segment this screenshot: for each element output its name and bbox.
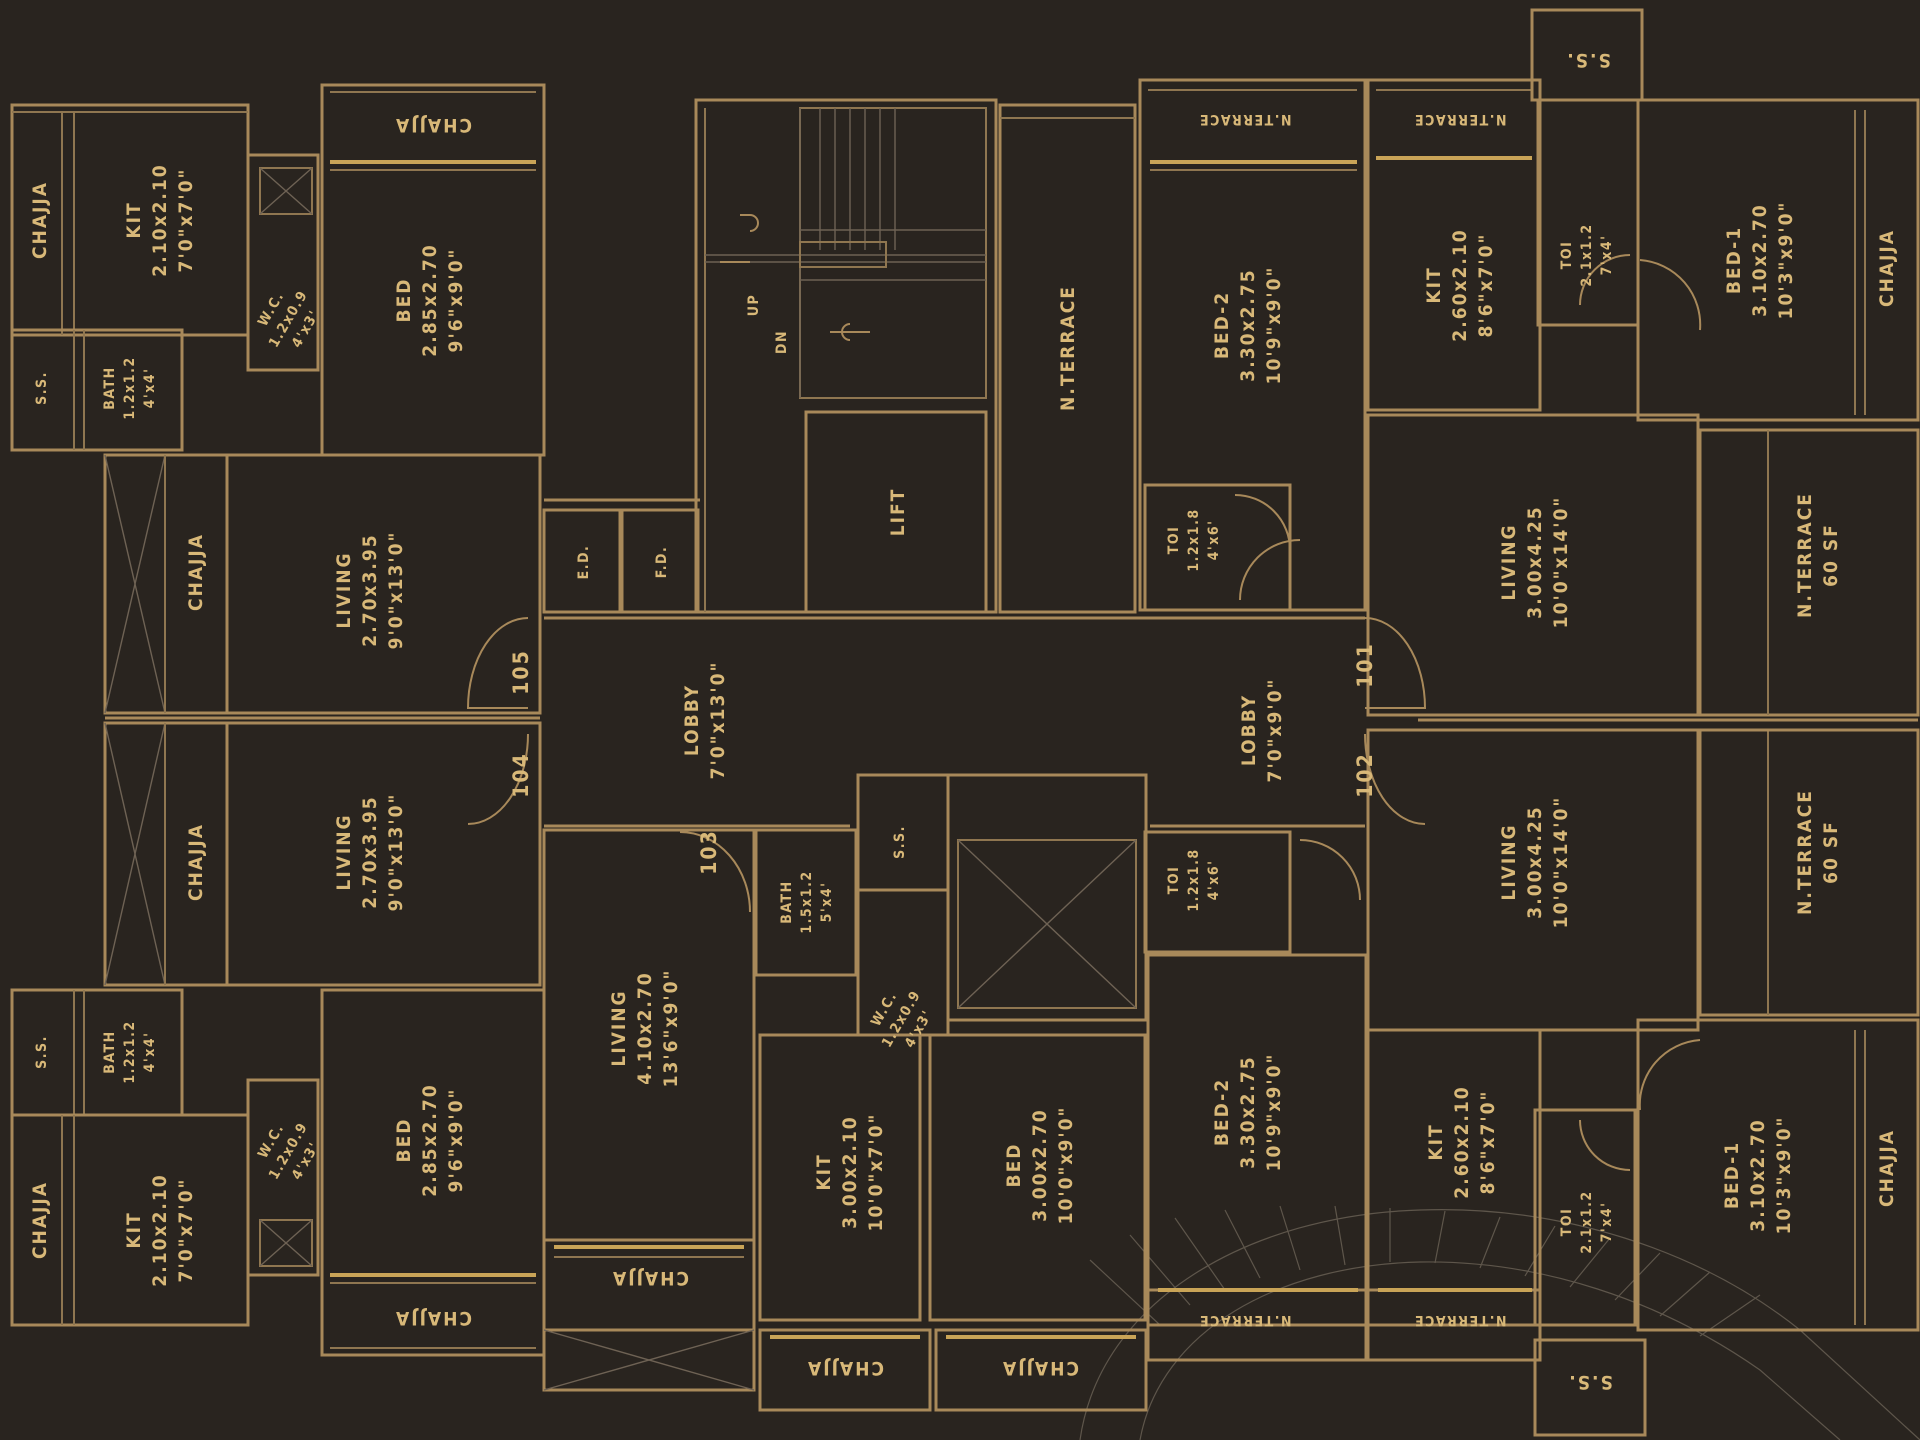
room-label-chajja-tr: CHAJJA (1876, 229, 1898, 307)
room-label-chajja-bot-2: CHAJJA (611, 1267, 689, 1289)
lobby-walls (466, 616, 1427, 828)
room-label-chajja-tl: CHAJJA (29, 181, 51, 259)
flat-number-104: 104 (509, 752, 533, 797)
flat-number-103: 103 (697, 829, 721, 874)
room-label-chajja-bl: CHAJJA (29, 1181, 51, 1259)
room-label-chajja-left-1: CHAJJA (185, 533, 207, 611)
flat-number-102: 102 (1353, 752, 1377, 797)
room-label-chajja-left-2: CHAJJA (185, 823, 207, 901)
room-label-nterrace-bot-2: N.TERRACE (1413, 1312, 1506, 1328)
flat-number-101: 101 (1353, 642, 1377, 687)
room-label-ss-top: S.S. (1565, 49, 1611, 71)
room-label-nterrace-bot-1: N.TERRACE (1198, 1312, 1291, 1328)
room-label-chajja-bot-4: CHAJJA (1001, 1357, 1079, 1379)
unit-101-walls (1138, 8, 1920, 722)
room-label-ss-bl: S.S. (34, 1035, 50, 1069)
room-label-nterrace-c: N.TERRACE (1057, 285, 1079, 411)
room-label-fd: F.D. (654, 546, 670, 579)
room-label-nterrace-top-1: N.TERRACE (1198, 111, 1291, 127)
room-label-ss-tl: S.S. (34, 371, 50, 405)
room-label-ss-bot: S.S. (1567, 1371, 1613, 1393)
unit-104-walls (10, 721, 546, 1357)
room-label-chajja-bot-1: CHAJJA (394, 1307, 472, 1329)
room-label-chajja-top-1: CHAJJA (394, 114, 472, 136)
room-label-nterrace-top-2: N.TERRACE (1413, 111, 1506, 127)
room-label-ed: E.D. (576, 545, 592, 580)
room-label-lift: LIFT (887, 488, 909, 537)
unit-103-walls (542, 773, 1148, 1412)
unit-105-walls (10, 83, 546, 720)
room-label-chajja-bot-3: CHAJJA (806, 1357, 884, 1379)
unit-102-walls (1143, 728, 1920, 1437)
flat-number-105: 105 (509, 649, 533, 694)
room-label-stair-dn: DN (774, 330, 790, 354)
room-label-ss-c: S.S. (892, 825, 908, 859)
core-walls (542, 98, 1137, 614)
room-label-chajja-br: CHAJJA (1876, 1129, 1898, 1207)
room-label-stair-up: UP (746, 294, 762, 316)
